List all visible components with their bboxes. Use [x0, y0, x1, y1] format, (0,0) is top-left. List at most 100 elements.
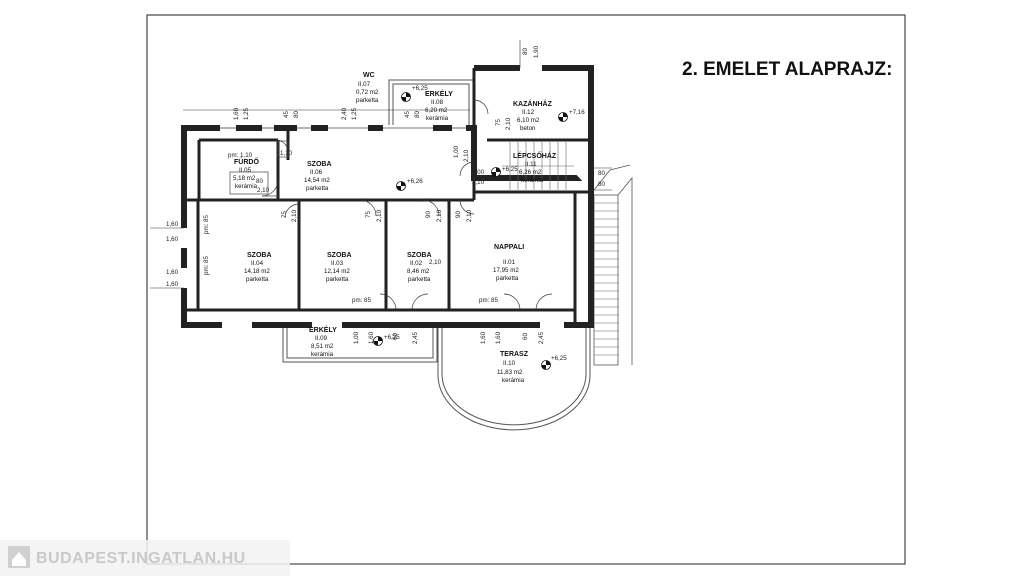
svg-text:SZOBA: SZOBA: [407, 252, 432, 259]
level-label: +6,25: [502, 166, 518, 173]
svg-text:14,18 m2: 14,18 m2: [244, 268, 270, 275]
dim-label: 2,10: [463, 149, 470, 162]
svg-text:II.05: II.05: [239, 167, 252, 174]
dim-label: 1,60: [233, 107, 240, 120]
svg-text:II.11: II.11: [525, 161, 537, 168]
dim-label: 80: [256, 178, 263, 185]
dim-label: 1,25: [243, 107, 250, 120]
terasz-outline: [437, 326, 591, 431]
svg-text:WC: WC: [363, 72, 375, 79]
dim-label: 1,60: [166, 281, 179, 288]
svg-text:FÜRDŐ: FÜRDŐ: [234, 157, 259, 166]
level-marker: [491, 167, 501, 177]
dim-label: 1,60: [166, 221, 179, 228]
svg-text:II.06: II.06: [310, 169, 323, 176]
level-label: +6,25: [551, 355, 567, 362]
exterior-staircase: [593, 164, 633, 366]
svg-text:parketta: parketta: [356, 97, 379, 104]
svg-text:II.12: II.12: [522, 109, 535, 116]
dim-label: 45: [283, 111, 290, 118]
svg-text:14,54 m2: 14,54 m2: [304, 177, 330, 184]
dim-label: 2,10: [436, 209, 443, 222]
dim-label: 1,00: [453, 145, 460, 158]
svg-text:II.01: II.01: [503, 259, 516, 266]
dim-label: 1,60: [166, 236, 179, 243]
svg-text:beton: beton: [520, 125, 536, 132]
svg-text:17,95 m2: 17,95 m2: [493, 267, 519, 274]
room-nappali: NAPPALI II.01 17,95 m2 parketta: [493, 244, 524, 282]
svg-text:6,26 m2: 6,26 m2: [519, 169, 542, 176]
dim-label: 80: [598, 181, 605, 188]
dim-label: 80: [598, 170, 605, 177]
dim-label: 2,10: [429, 259, 442, 266]
dim-label: 80: [522, 48, 529, 55]
svg-text:NAPPALI: NAPPALI: [494, 244, 524, 251]
svg-text:II.03: II.03: [331, 260, 344, 267]
room-lepcsohaz: LÉPCSŐHÁZ II.11 6,26 m2 kerámia: [513, 151, 557, 184]
svg-text:II.02: II.02: [410, 260, 423, 267]
dim-label: 75: [495, 119, 502, 126]
dim-label: 2,45: [538, 331, 545, 344]
svg-text:II.10: II.10: [503, 360, 516, 367]
room-terasz: TERASZ II.10 11,83 m2 kerámia: [497, 351, 529, 384]
dim-label: 1,60: [495, 331, 502, 344]
dim-label: 80: [293, 111, 300, 118]
parapet-label: pm: 85: [479, 297, 498, 304]
dim-label: 2,10: [472, 179, 485, 186]
door-swings: [261, 99, 553, 311]
svg-text:parketta: parketta: [246, 276, 269, 283]
kazanhaz-wall: [474, 65, 594, 190]
dim-label: 1,60: [166, 269, 179, 276]
level-marker: [401, 92, 411, 102]
level-label: +6,26: [407, 178, 423, 185]
svg-text:SZOBA: SZOBA: [247, 252, 272, 259]
level-marker: [541, 360, 551, 370]
wc-fixture: [277, 140, 289, 158]
level-marker: [396, 181, 406, 191]
svg-text:TERASZ: TERASZ: [500, 351, 529, 358]
dimension-lines: [150, 40, 612, 289]
room-erkely-08: ERKÉLY II.08 6,20 m2 kerámia: [425, 89, 453, 122]
watermark: BUDAPEST.INGATLAN.HU: [0, 540, 290, 576]
svg-text:parketta: parketta: [408, 276, 431, 283]
svg-text:parketta: parketta: [306, 185, 329, 192]
svg-text:6,10 m2: 6,10 m2: [517, 117, 540, 124]
dim-label: 45: [404, 111, 411, 118]
svg-text:LÉPCSŐHÁZ: LÉPCSŐHÁZ: [513, 151, 557, 160]
level-label: +7,16: [569, 109, 585, 116]
room-kazanhaz: KAZÁNHÁZ II.12 6,10 m2 beton: [513, 99, 553, 132]
svg-text:parketta: parketta: [496, 275, 519, 282]
parapet-label: pm: 85: [352, 297, 371, 304]
dim-label: 2,10: [291, 209, 298, 222]
room-wc: WC II.07 0,72 m2 parketta: [356, 72, 379, 104]
dim-label: 1,60: [368, 331, 375, 344]
dim-label: 75: [365, 211, 372, 218]
dim-label: 2,10: [376, 209, 383, 222]
dim-label: 75: [281, 211, 288, 218]
svg-text:KAZÁNHÁZ: KAZÁNHÁZ: [513, 99, 553, 108]
level-marker: [558, 112, 568, 122]
svg-text:parketta: parketta: [326, 276, 349, 283]
windows-left-bottom: [181, 65, 564, 328]
parapet-label: pm: 85: [203, 215, 210, 234]
svg-text:kerámia: kerámia: [502, 377, 525, 384]
drawing-frame: [146, 14, 906, 565]
svg-text:SZOBA: SZOBA: [327, 252, 352, 259]
svg-text:II.08: II.08: [431, 99, 444, 106]
svg-text:II.04: II.04: [251, 260, 264, 267]
svg-text:6,20 m2: 6,20 m2: [425, 107, 448, 114]
svg-text:ERKÉLY: ERKÉLY: [309, 325, 337, 334]
dim-label: 1,60: [480, 331, 487, 344]
svg-text:11,83 m2: 11,83 m2: [497, 369, 523, 376]
parapet-label: pm: 85: [203, 256, 210, 275]
room-szoba-03: SZOBA II.03 12,14 m2 parketta: [324, 252, 352, 283]
dim-label: 60: [392, 333, 399, 340]
dim-label: 1,10: [280, 150, 293, 157]
level-label: +6,25: [384, 334, 400, 341]
room-furdo: FÜRDŐ II.05 5,18 m2 kerámia: [233, 157, 259, 190]
dim-label: 1,00: [472, 169, 485, 176]
svg-text:kerámia: kerámia: [311, 351, 334, 358]
parapet-label: pm: 1,10: [228, 152, 253, 159]
room-szoba-04: SZOBA II.04 14,18 m2 parketta: [244, 252, 272, 283]
